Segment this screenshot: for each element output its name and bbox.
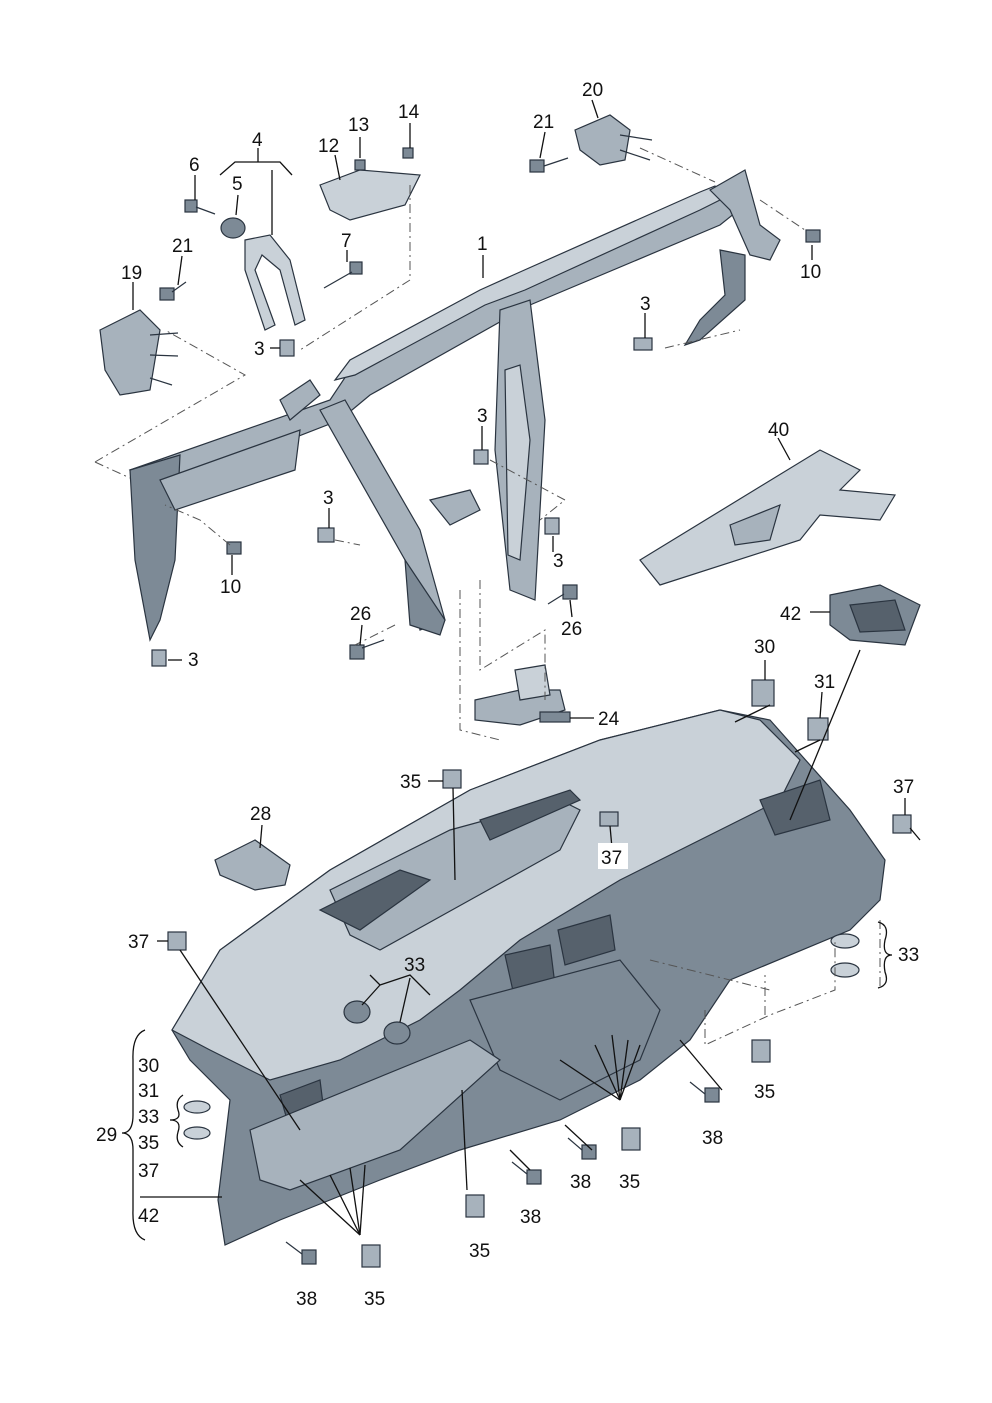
callout-label: 21 <box>533 112 554 133</box>
callout-label: 19 <box>121 263 142 284</box>
clip-35[interactable] <box>465 1194 485 1218</box>
bracket-24[interactable] <box>474 664 571 726</box>
dashboard-panel[interactable] <box>171 709 886 1246</box>
callout-label: 37 <box>601 848 622 869</box>
callout-label: 35 <box>619 1172 640 1193</box>
callout-label: 3 <box>477 406 488 427</box>
bracket-12[interactable] <box>319 169 421 221</box>
leader-lines <box>121 99 921 1241</box>
clip-37[interactable] <box>892 814 912 834</box>
callout-label: 35 <box>469 1241 490 1262</box>
screw-38[interactable] <box>285 1241 317 1265</box>
cover-40[interactable] <box>639 449 897 586</box>
clip-35[interactable] <box>621 1127 641 1151</box>
callout-label: 38 <box>702 1128 723 1149</box>
callout-label: 13 <box>348 115 369 136</box>
clip-35[interactable] <box>442 769 462 789</box>
callout-label: 35 <box>138 1133 159 1154</box>
callout-label: 6 <box>189 155 200 176</box>
callout-label: 35 <box>400 772 421 793</box>
callout-label: 1 <box>477 234 488 255</box>
cross-member[interactable] <box>128 169 781 642</box>
callout-label: 42 <box>780 604 801 625</box>
callout-label: 37 <box>138 1161 159 1182</box>
clip-37[interactable] <box>599 811 619 827</box>
callout-label: 14 <box>398 102 420 123</box>
callout-label: 3 <box>254 339 265 360</box>
callout-label: 4 <box>252 130 263 151</box>
callout-label: 7 <box>341 231 352 252</box>
clip-3[interactable] <box>317 527 335 543</box>
callout-label: 33 <box>898 945 919 966</box>
callout-label: 37 <box>128 932 149 953</box>
callout-label: 28 <box>250 804 271 825</box>
callout-label: 5 <box>232 174 243 195</box>
screw-38[interactable] <box>689 1081 720 1103</box>
callout-label: 3 <box>640 294 651 315</box>
clip-3[interactable] <box>473 449 489 465</box>
nut-10-left[interactable] <box>226 541 242 555</box>
callout-label: 38 <box>570 1172 591 1193</box>
clip-3[interactable] <box>279 339 295 357</box>
callout-label: 30 <box>754 637 775 658</box>
callout-label: 35 <box>754 1082 775 1103</box>
grommet-5[interactable] <box>220 217 246 239</box>
callout-label: 12 <box>318 136 339 157</box>
callout-label: 33 <box>404 955 425 976</box>
callout-label: 30 <box>138 1056 159 1077</box>
nut-10-right[interactable] <box>805 229 821 243</box>
callout-label: 3 <box>188 650 199 671</box>
callout-label: 3 <box>553 551 564 572</box>
assembly-lines <box>94 147 881 1046</box>
callout-labels: 1 3 3 3 3 3 3 4 5 6 7 10 10 12 13 14 19 … <box>96 80 919 1310</box>
washer-33[interactable] <box>830 933 860 949</box>
clip-3[interactable] <box>544 517 560 535</box>
callout-label: 10 <box>800 262 821 283</box>
clip-3[interactable] <box>633 337 653 351</box>
screw-38[interactable] <box>567 1137 597 1160</box>
callout-label: 29 <box>96 1125 117 1146</box>
clip-30-upper[interactable] <box>751 679 775 707</box>
callout-label: 33 <box>138 1107 159 1128</box>
callout-label: 24 <box>598 709 620 730</box>
washer-33[interactable] <box>183 1126 211 1140</box>
bracket-20[interactable] <box>574 114 653 166</box>
callout-label: 26 <box>561 619 582 640</box>
callout-label: 26 <box>350 604 371 625</box>
callout-label: 31 <box>138 1081 159 1102</box>
callout-label: 40 <box>768 420 789 441</box>
vent-42[interactable] <box>829 584 921 646</box>
callout-label: 21 <box>172 236 193 257</box>
bolt-14[interactable] <box>402 147 414 159</box>
callout-label: 42 <box>138 1206 159 1227</box>
strap-4[interactable] <box>244 234 306 331</box>
clip-3[interactable] <box>151 649 167 667</box>
bolt-7[interactable] <box>323 261 363 289</box>
callout-label: 37 <box>893 777 914 798</box>
label-backdrop <box>598 843 628 869</box>
callout-label: 20 <box>582 80 603 101</box>
callout-label: 10 <box>220 577 241 598</box>
callout-label: 31 <box>814 672 835 693</box>
callout-label: 35 <box>364 1289 385 1310</box>
bolt-13[interactable] <box>354 159 366 171</box>
bracket-19[interactable] <box>99 309 179 396</box>
bracket-28[interactable] <box>214 839 291 891</box>
clip-35[interactable] <box>751 1039 771 1063</box>
bolt-26[interactable] <box>349 639 385 660</box>
screw-38[interactable] <box>511 1161 542 1185</box>
screw-6[interactable] <box>184 199 216 215</box>
clip-35[interactable] <box>361 1244 381 1268</box>
callout-label: 3 <box>323 488 334 509</box>
callout-label: 38 <box>296 1289 317 1310</box>
clip-37[interactable] <box>167 931 187 951</box>
callout-label: 38 <box>520 1207 541 1228</box>
washer-33[interactable] <box>183 1100 211 1114</box>
bolt-26[interactable] <box>547 584 578 605</box>
washer-33[interactable] <box>830 962 860 978</box>
bolt-21-upper[interactable] <box>529 157 569 173</box>
bolt-21-lower[interactable] <box>159 281 187 301</box>
